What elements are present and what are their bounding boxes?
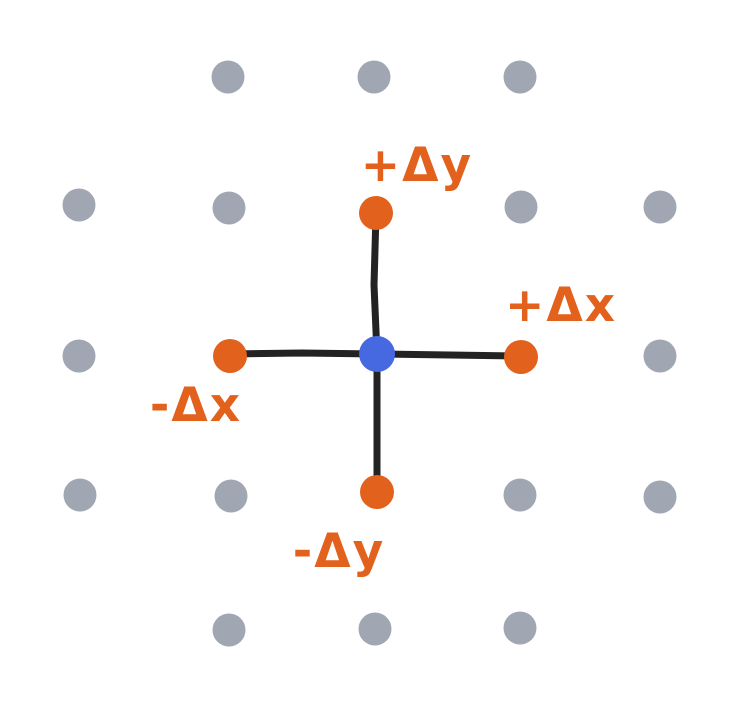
lattice-dot (62, 188, 96, 222)
lattice-dot (63, 478, 97, 512)
lattice-dot (358, 612, 392, 646)
lattice-dot (643, 190, 677, 224)
lattice-dot (503, 478, 537, 512)
lattice-dot (212, 613, 246, 647)
lattice-dots (62, 60, 677, 647)
lattice-dot (357, 60, 391, 94)
neighbor-dots (213, 196, 538, 509)
label-minus-dy: -Δy (293, 524, 386, 579)
lattice-dot (211, 60, 245, 94)
label-plus-dx: +Δx (505, 278, 617, 333)
lattice-dot (503, 60, 537, 94)
center-dot (359, 336, 395, 372)
lattice-dot (503, 611, 537, 645)
neighbor-dot-left (213, 339, 247, 373)
label-minus-dx: -Δx (150, 378, 242, 433)
neighbor-dot-down (360, 475, 394, 509)
lattice-dot (504, 190, 538, 224)
lattice-dot (214, 479, 248, 513)
lattice-dot (643, 480, 677, 514)
lattice-dot (212, 191, 246, 225)
neighbor-dot-right (504, 340, 538, 374)
lattice-dot (62, 339, 96, 373)
neighbor-dot-up (359, 196, 393, 230)
label-plus-dy: +Δy (361, 138, 473, 193)
lattice-dot (643, 339, 677, 373)
